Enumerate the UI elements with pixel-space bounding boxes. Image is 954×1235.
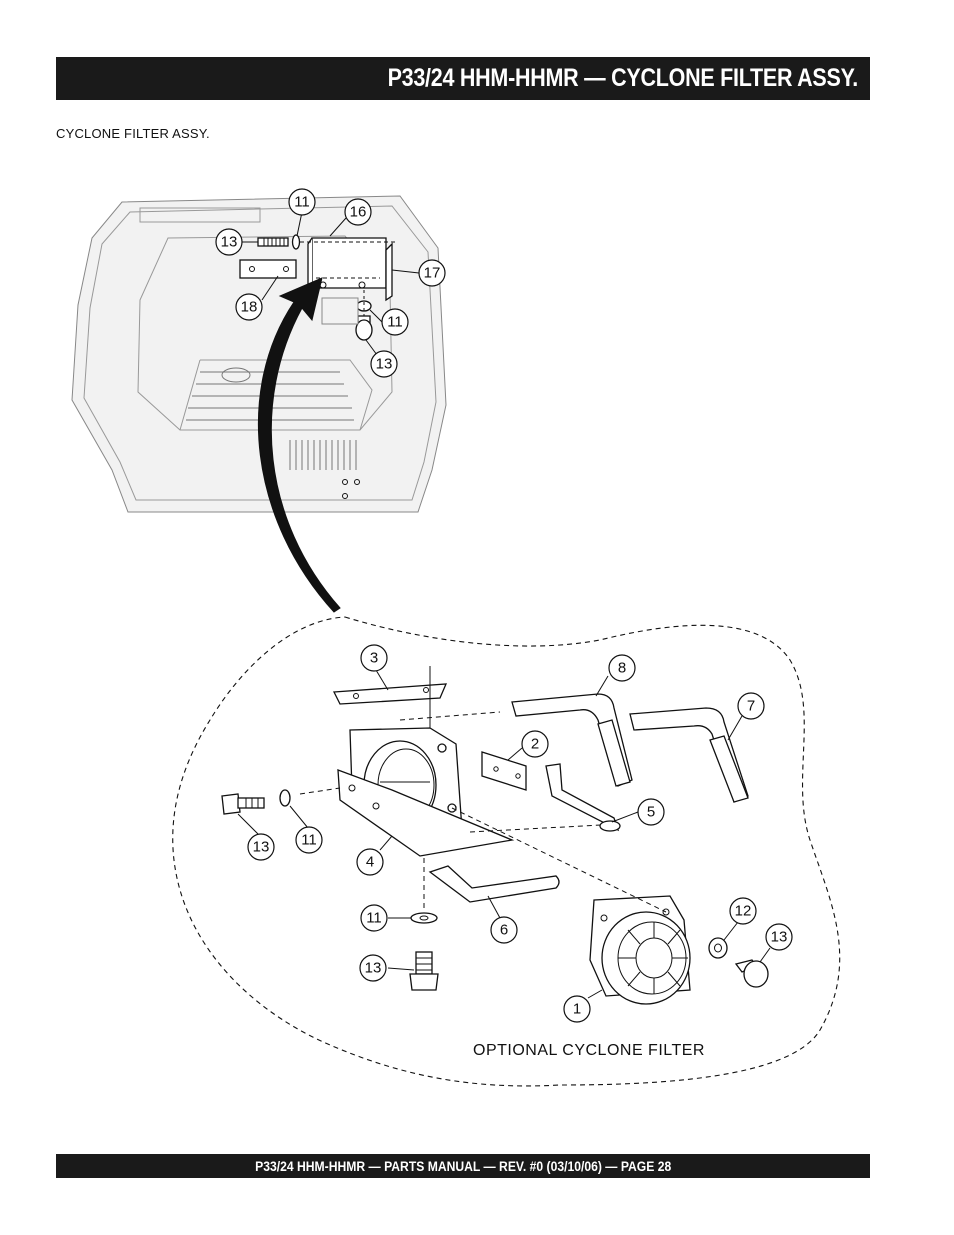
- page-header: P33/24 HHM-HHMR — CYCLONE FILTER ASSY.: [56, 57, 870, 100]
- page-footer: P33/24 HHM-HHMR — PARTS MANUAL — REV. #0…: [56, 1154, 870, 1178]
- callout-11-mid: 11: [381, 308, 409, 336]
- callout-13-bottom: 13: [359, 954, 387, 982]
- svg-text:7: 7: [747, 698, 755, 715]
- svg-text:13: 13: [221, 234, 238, 251]
- leader-lines: [237, 211, 771, 999]
- cyclone-filter-parts: [221, 666, 769, 1005]
- diagram-caption: OPTIONAL CYCLONE FILTER: [473, 1042, 705, 1059]
- svg-text:6: 6: [500, 922, 508, 939]
- callout-18: 18: [235, 293, 263, 321]
- svg-text:18: 18: [241, 299, 258, 316]
- svg-text:11: 11: [387, 314, 403, 331]
- callout-6: 6: [490, 916, 518, 944]
- callout-12: 12: [729, 897, 757, 925]
- svg-text:13: 13: [365, 960, 382, 977]
- section-subtitle: CYCLONE FILTER ASSY.: [56, 126, 210, 141]
- callout-13-top: 13: [215, 228, 243, 256]
- svg-text:11: 11: [294, 194, 310, 211]
- footer-text: P33/24 HHM-HHMR — PARTS MANUAL — REV. #0…: [254, 1158, 672, 1174]
- callout-3: 3: [360, 644, 388, 672]
- svg-text:11: 11: [301, 832, 317, 849]
- callout-8: 8: [608, 654, 636, 682]
- callout-7: 7: [737, 692, 765, 720]
- svg-text:13: 13: [376, 356, 393, 373]
- svg-text:1: 1: [573, 1001, 581, 1018]
- page-title: P33/24 HHM-HHMR — CYCLONE FILTER ASSY.: [387, 64, 859, 92]
- callout-11-bottom: 11: [360, 904, 388, 932]
- callout-1: 1: [563, 995, 591, 1023]
- mounting-bracket: [239, 234, 396, 341]
- svg-text:17: 17: [424, 265, 441, 282]
- svg-text:5: 5: [647, 804, 655, 821]
- svg-text:12: 12: [735, 903, 752, 920]
- svg-text:11: 11: [366, 910, 382, 927]
- svg-text:2: 2: [531, 736, 539, 753]
- svg-text:4: 4: [366, 854, 374, 871]
- callout-11-left: 11: [295, 826, 323, 854]
- callout-5: 5: [637, 798, 665, 826]
- optional-area-boundary: [172, 616, 841, 1087]
- svg-text:16: 16: [350, 204, 367, 221]
- callout-2: 2: [521, 730, 549, 758]
- assembly-arrow: [257, 277, 341, 613]
- callout-4: 4: [356, 848, 384, 876]
- callout-17: 17: [418, 259, 446, 287]
- svg-text:13: 13: [253, 839, 270, 856]
- callout-13-mid: 13: [370, 350, 398, 378]
- callout-11-top: 11: [288, 188, 316, 216]
- callout-13-left: 13: [247, 833, 275, 861]
- callout-13-right: 13: [765, 923, 793, 951]
- svg-text:8: 8: [618, 660, 626, 677]
- svg-text:13: 13: [771, 929, 788, 946]
- callout-16: 16: [344, 198, 372, 226]
- svg-text:3: 3: [370, 650, 378, 667]
